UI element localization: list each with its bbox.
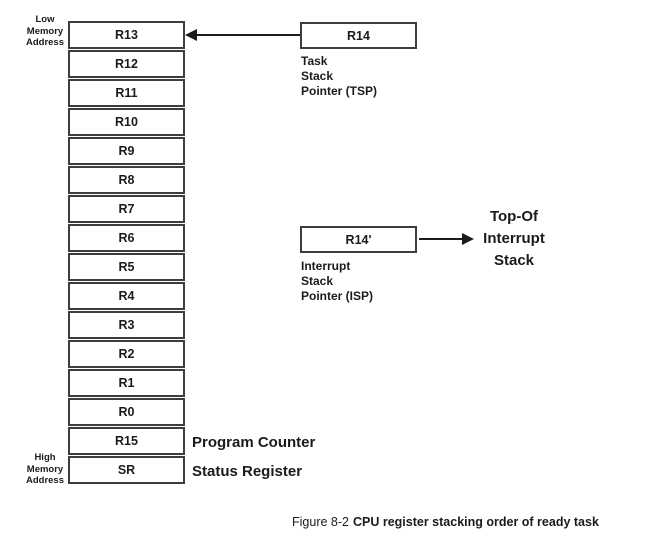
register-cell-r7: R7 — [68, 195, 185, 223]
register-cell-r11: R11 — [68, 79, 185, 107]
register-cell-r13: R13 — [68, 21, 185, 49]
figure-caption-number: Figure 8-2 — [292, 515, 349, 529]
register-cell-r10: R10 — [68, 108, 185, 136]
register-cell-r3: R3 — [68, 311, 185, 339]
register-cell-r15: R15 — [68, 427, 185, 455]
top-of-interrupt-stack-label: Top-Of Interrupt Stack — [483, 208, 545, 269]
register-cell-r5: R5 — [68, 253, 185, 281]
figure-caption-title: CPU register stacking order of ready tas… — [352, 515, 599, 529]
isp-arrowhead-icon — [462, 233, 474, 245]
tsp-arrowhead-icon — [185, 29, 197, 41]
register-cell-r6: R6 — [68, 224, 185, 252]
low-memory-address-label: Low Memory Address — [25, 14, 64, 48]
r14-prime-isp-box: R14' — [300, 226, 417, 253]
program-counter-label: Program Counter — [192, 434, 316, 451]
status-register-label: Status Register — [192, 463, 303, 480]
high-memory-address-label: High Memory Address — [25, 452, 64, 486]
register-cell-r2: R2 — [68, 340, 185, 368]
tsp-caption: Task Stack Pointer (TSP) — [301, 54, 378, 98]
register-cell-r4: R4 — [68, 282, 185, 310]
isp-caption: Interrupt Stack Pointer (ISP) — [301, 259, 374, 303]
register-cell-r12: R12 — [68, 50, 185, 78]
r14-tsp-box: R14 — [300, 22, 417, 49]
register-cell-r8: R8 — [68, 166, 185, 194]
register-cell-r1: R1 — [68, 369, 185, 397]
register-cell-r9: R9 — [68, 137, 185, 165]
register-cell-sr: SR — [68, 456, 185, 484]
tsp-arrow-line — [196, 34, 300, 36]
register-cell-r0: R0 — [68, 398, 185, 426]
isp-arrow-line — [419, 238, 463, 240]
